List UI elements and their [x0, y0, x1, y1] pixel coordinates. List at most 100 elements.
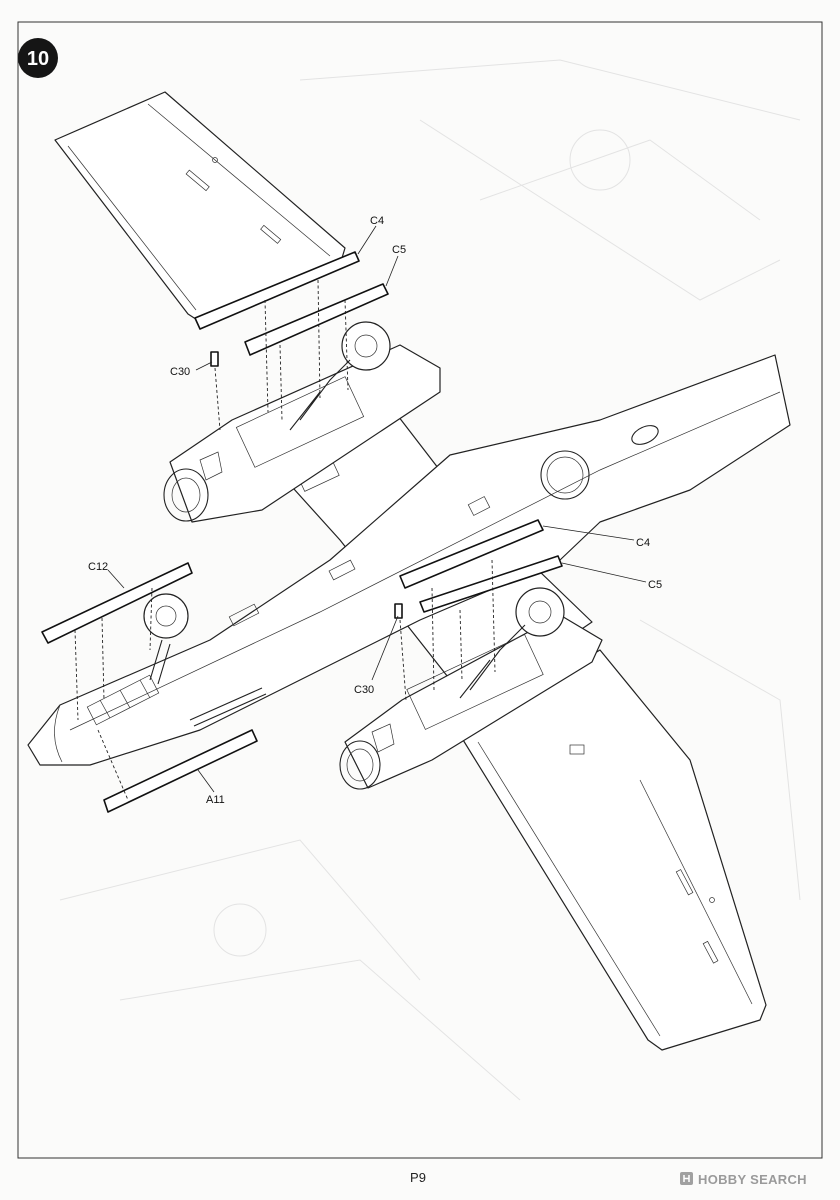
upper-wing [54, 91, 346, 326]
label-c4-lower: C4 [636, 537, 650, 549]
hobby-search-logo-icon [680, 1172, 693, 1185]
cockpit-detail [99, 679, 151, 719]
lower-nacelle-intake-inner [346, 748, 374, 782]
label-c30-upper: C30 [170, 366, 190, 378]
guide-c4-lower [431, 587, 435, 691]
guide-a11 [97, 729, 129, 801]
label-c5-lower: C5 [648, 579, 662, 591]
lower-gear-leg [459, 624, 526, 699]
guide-c30-lower [399, 619, 407, 701]
leader-c4-lower [542, 525, 635, 541]
lower-wing-outline [459, 649, 767, 1051]
upper-wing-panel [185, 169, 210, 192]
label-c12: C12 [88, 561, 108, 573]
upper-wing-panel [260, 224, 282, 244]
ghost-line [119, 959, 521, 1101]
part-c30-lower [394, 603, 403, 619]
part-c5-upper [244, 283, 389, 356]
leader-c5-lower [561, 562, 647, 583]
lower-wing-panel [702, 940, 719, 964]
guide-c5-upper [279, 344, 283, 421]
upper-wing-flap-line [147, 103, 331, 257]
fuselage-round-hatch [540, 450, 590, 500]
step-number: 10 [27, 48, 49, 70]
fuselage-panel [228, 603, 260, 627]
part-labels: C4 C5 C30 C4 C5 C12 C30 A11 [88, 215, 662, 806]
fuselage-panel [467, 496, 491, 516]
fuselage-spine-line [69, 391, 781, 731]
nose-wheel-hub [155, 605, 177, 627]
nose-wheel [143, 593, 189, 639]
guide-c4-upper [264, 299, 269, 413]
ghost-line [639, 619, 801, 901]
guide-c5-lower [459, 609, 463, 681]
lower-nacelle-intake [339, 740, 381, 790]
upper-wing-panel-dot [212, 157, 218, 163]
lower-wing-panel [569, 744, 585, 755]
fuselage-intake-slot [189, 687, 267, 727]
upper-wing-outline [54, 91, 346, 326]
part-c30-upper [210, 351, 219, 367]
leader-c30-upper [195, 361, 213, 371]
label-a11: A11 [206, 794, 225, 806]
upper-nacelle-intake-inner [171, 477, 201, 513]
upper-nacelle-bay [235, 376, 365, 468]
guide-c12 [101, 617, 105, 701]
label-c4-upper: C4 [370, 215, 384, 227]
guide-c4-upper [317, 279, 321, 399]
guide-c5-upper [344, 299, 349, 391]
lower-main-wheel [515, 587, 565, 637]
leader-lines [107, 225, 647, 793]
nose-gear-leg [149, 639, 171, 685]
part-c12 [41, 562, 193, 644]
lower-nacelle-bay [406, 634, 544, 730]
ghost-line [479, 139, 761, 221]
label-c5-upper: C5 [392, 244, 406, 256]
fuselage-outline [27, 354, 791, 766]
upper-nacelle-intake [163, 468, 209, 522]
watermark: HOBBY SEARCH [680, 1172, 807, 1187]
lower-wing [459, 649, 767, 1051]
step-badge: 10 [18, 38, 58, 78]
page-border [17, 21, 823, 1159]
ghost-line [419, 119, 781, 301]
upper-nacelle-detail [199, 451, 223, 481]
fuselage-blister [631, 425, 659, 445]
leader-c30-lower [371, 615, 399, 681]
lower-wing-flap-line [639, 779, 753, 1005]
part-c4-upper [194, 251, 360, 330]
parts [41, 251, 563, 813]
guide-c12 [149, 587, 153, 651]
installation-guides [74, 279, 496, 801]
lower-nacelle-detail [371, 723, 395, 753]
ghost-circle [213, 903, 267, 957]
guide-c12 [74, 629, 79, 721]
upper-main-wheel-hub [354, 334, 378, 358]
lower-wing-panel-dot [709, 897, 715, 903]
step-badge-circle [18, 38, 58, 78]
label-c30-lower: C30 [354, 684, 374, 696]
upper-main-wheel [341, 321, 391, 371]
leader-c5-upper [385, 255, 399, 287]
ghost-circle [569, 129, 631, 191]
upper-nacelle-body [169, 344, 441, 523]
guide-c4-lower [491, 559, 496, 673]
ghost-line [59, 839, 421, 981]
show-through-ghost-lines [59, 59, 801, 1101]
page-number: P9 [410, 1170, 426, 1185]
upper-engine-nacelle [163, 344, 441, 523]
leader-c12 [107, 569, 125, 589]
leader-c4-upper [357, 225, 377, 255]
part-c4-lower [399, 519, 544, 589]
part-a11 [103, 729, 258, 813]
fuselage-panel [328, 559, 356, 581]
leader-a11 [197, 769, 215, 793]
lower-engine-nacelle [339, 614, 603, 790]
landing-gear [143, 321, 565, 699]
fuselage-round-hatch-inner [546, 456, 584, 494]
upper-gear-leg [289, 359, 351, 431]
nose-cone-line [54, 704, 63, 763]
cockpit-opening [86, 674, 160, 726]
lower-main-wheel-hub [528, 600, 552, 624]
